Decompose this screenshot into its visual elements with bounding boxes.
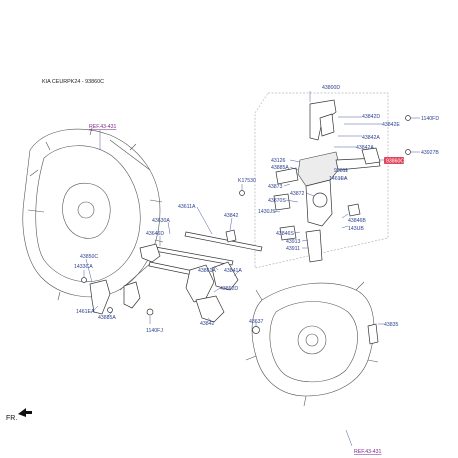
part-label[interactable]: 1140FJ [146, 328, 163, 334]
highlighted-part-badge[interactable] [384, 157, 404, 164]
part-label[interactable]: 43927B [421, 150, 439, 156]
part-label[interactable]: 43870S [268, 198, 286, 204]
transmission-housing [245, 281, 379, 407]
front-direction-label: FR. [6, 415, 17, 422]
shift-forks [139, 229, 239, 323]
part-label[interactable]: 43646D [146, 231, 164, 237]
highlighted-part-label[interactable]: 93860C [386, 159, 404, 165]
part-label[interactable]: 1433CA [74, 264, 93, 270]
part-label[interactable]: 1140FD [421, 116, 439, 122]
part-label[interactable]: 43800D [322, 85, 340, 91]
part-label[interactable]: 43911 [286, 246, 300, 252]
front-arrow-icon [18, 408, 32, 417]
part-label[interactable]: 43842D [362, 114, 380, 120]
part-label[interactable]: 43126 [271, 158, 286, 164]
part-label[interactable]: 43850C [80, 254, 98, 260]
part-label[interactable]: 43842E [382, 122, 400, 128]
part-label[interactable]: 43842A [362, 135, 380, 141]
shift-lever-bracket [81, 277, 154, 316]
transmission-case [22, 127, 164, 301]
part-label[interactable]: 43637 [249, 319, 264, 325]
part-label[interactable]: 143UB [348, 226, 364, 232]
leader-lines [83, 91, 420, 447]
part-label[interactable]: 43873 [268, 184, 283, 190]
part-label[interactable]: 43861A [198, 268, 216, 274]
ref-link-top[interactable]: REF.43-431 [89, 124, 117, 130]
part-label[interactable]: 43913 [286, 239, 301, 245]
part-label[interactable]: 43846S [276, 231, 294, 237]
part-label[interactable]: 43835 [384, 322, 399, 328]
part-label[interactable]: 43885A [271, 165, 289, 171]
part-label[interactable]: 43846B [348, 218, 366, 224]
part-label[interactable]: 1461EA [329, 176, 348, 182]
part-label[interactable]: 1461EA [76, 309, 95, 315]
part-label[interactable]: 43842 [224, 213, 239, 219]
part-labels: 43800D 43842D 43842E 43842A 43842A 1140F… [74, 85, 439, 334]
part-label[interactable]: 1430JS [258, 209, 276, 215]
part-label[interactable]: 43885A [98, 315, 116, 321]
ref-link-bottom[interactable]: REF.43-431 [354, 449, 382, 455]
shift-lever-assembly [239, 99, 411, 263]
part-label[interactable]: 43872 [290, 191, 305, 197]
part-label[interactable]: 93811 [334, 168, 348, 174]
part-label[interactable]: 43841A [224, 268, 242, 274]
part-label[interactable]: 43842A [356, 145, 374, 151]
part-label[interactable]: 43862D [220, 286, 238, 292]
diagram-header: KIA CEURPK24 - 93860C [42, 79, 104, 85]
part-label[interactable]: 43842 [200, 321, 215, 327]
part-label[interactable]: 43630A [152, 218, 170, 224]
part-label[interactable]: K17530 [238, 178, 256, 184]
part-label[interactable]: 43611A [178, 204, 196, 210]
